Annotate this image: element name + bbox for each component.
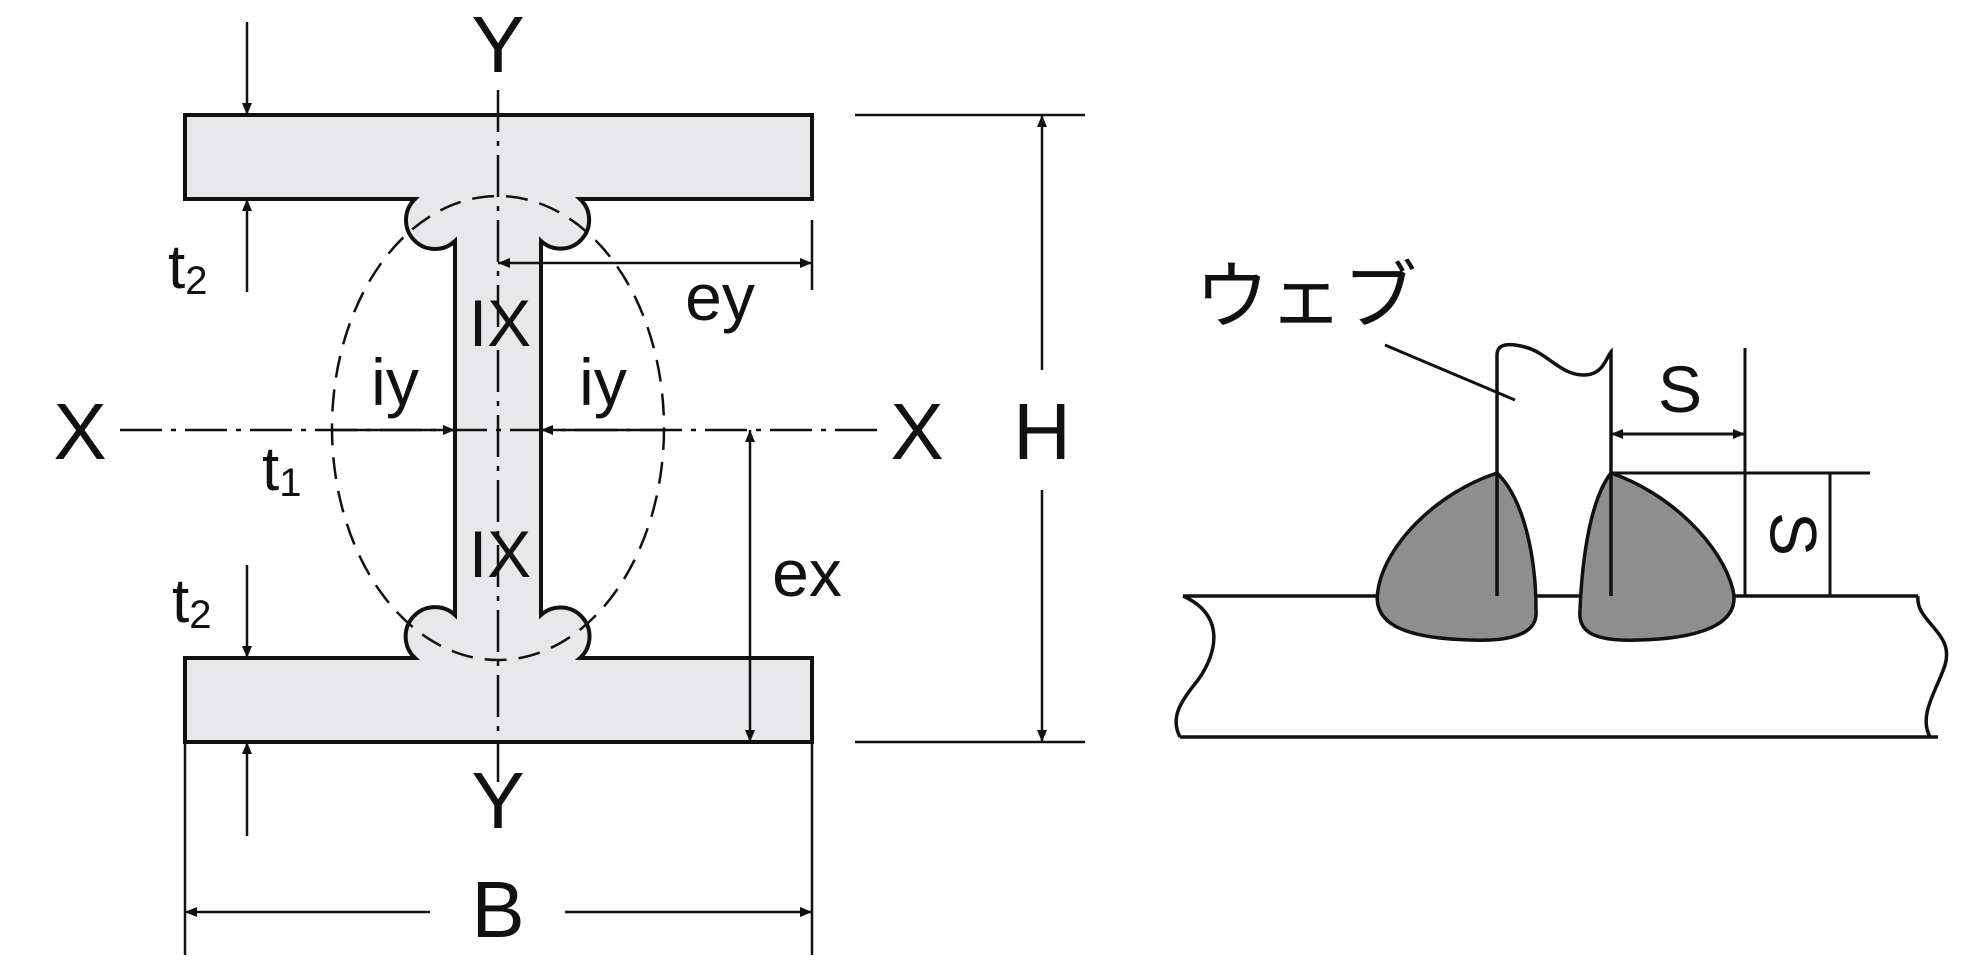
- y-axis-label-bottom: Y: [471, 756, 524, 845]
- t2-bottom-label: t2: [172, 567, 211, 637]
- s-horizontal-label: S: [1658, 352, 1702, 426]
- y-axis-label-top: Y: [471, 0, 524, 89]
- height-label: H: [1013, 387, 1071, 476]
- b-dimension: [183, 742, 814, 955]
- gyration-ellipse: [330, 194, 666, 662]
- web-label: ウェブ: [1195, 254, 1417, 340]
- ix-label-upper: IX: [469, 286, 531, 360]
- iy-label-left: iy: [371, 345, 419, 419]
- x-axis-label-left: X: [53, 387, 106, 476]
- t2-top-label: t2: [168, 233, 207, 303]
- right-fillet-weld: [1578, 470, 1736, 642]
- width-label: B: [471, 865, 524, 954]
- left-fillet-weld: [1375, 471, 1538, 642]
- h-dimension: [855, 113, 1085, 744]
- ey-label: ey: [685, 260, 755, 334]
- ey-dimension: [498, 220, 814, 290]
- web-plate: [1495, 342, 1613, 596]
- ex-label: ex: [772, 536, 842, 610]
- t1-label: t1: [262, 435, 301, 505]
- iy-label-right: iy: [579, 345, 627, 419]
- ix-label-lower: IX: [469, 517, 531, 591]
- web-leader-line: [1384, 343, 1516, 402]
- base-plate: [1174, 594, 1949, 739]
- s-vertical-label: S: [1757, 512, 1831, 556]
- x-axis-label-right: X: [890, 387, 943, 476]
- s-vertical-dimension: [1611, 471, 1870, 596]
